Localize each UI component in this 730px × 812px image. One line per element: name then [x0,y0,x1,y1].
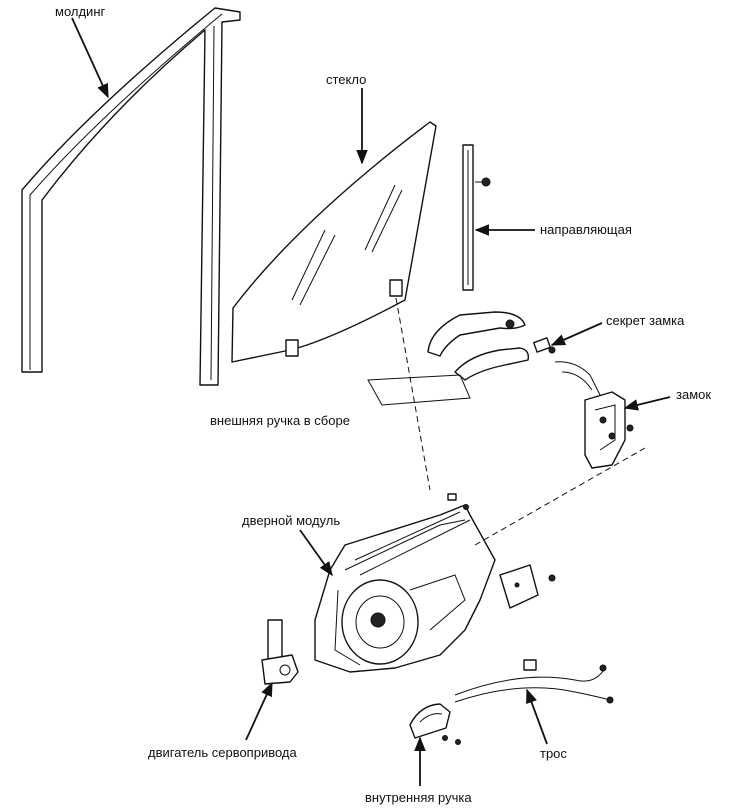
glass-part [231,121,437,363]
label-guide: направляющая [540,222,632,237]
label-molding: молдинг [55,4,105,19]
module-bracket-part [499,564,556,609]
label-cable: трос [540,746,567,761]
label-lock: замок [676,387,711,402]
label-inner-handle: внутренняя ручка [365,790,472,805]
guide-rail-part [462,144,491,291]
leader-arrows [71,17,671,786]
label-outer-handle: внешняя ручка в сборе [210,413,350,428]
label-glass: стекло [326,72,366,87]
motor-part [261,619,299,685]
inner-handle-part [409,703,461,745]
assembly-dashed-lines [395,297,646,546]
lock-cylinder-part [533,337,556,354]
label-door-module: дверной модуль [242,513,340,528]
lock-part [554,361,634,469]
molding-part [21,7,241,386]
outer-handle-part [367,311,530,406]
label-lock-cylinder: секрет замка [606,313,685,328]
cable-part [454,659,614,704]
door-module-part [314,493,496,673]
label-motor: двигатель сервопривода [148,745,298,760]
